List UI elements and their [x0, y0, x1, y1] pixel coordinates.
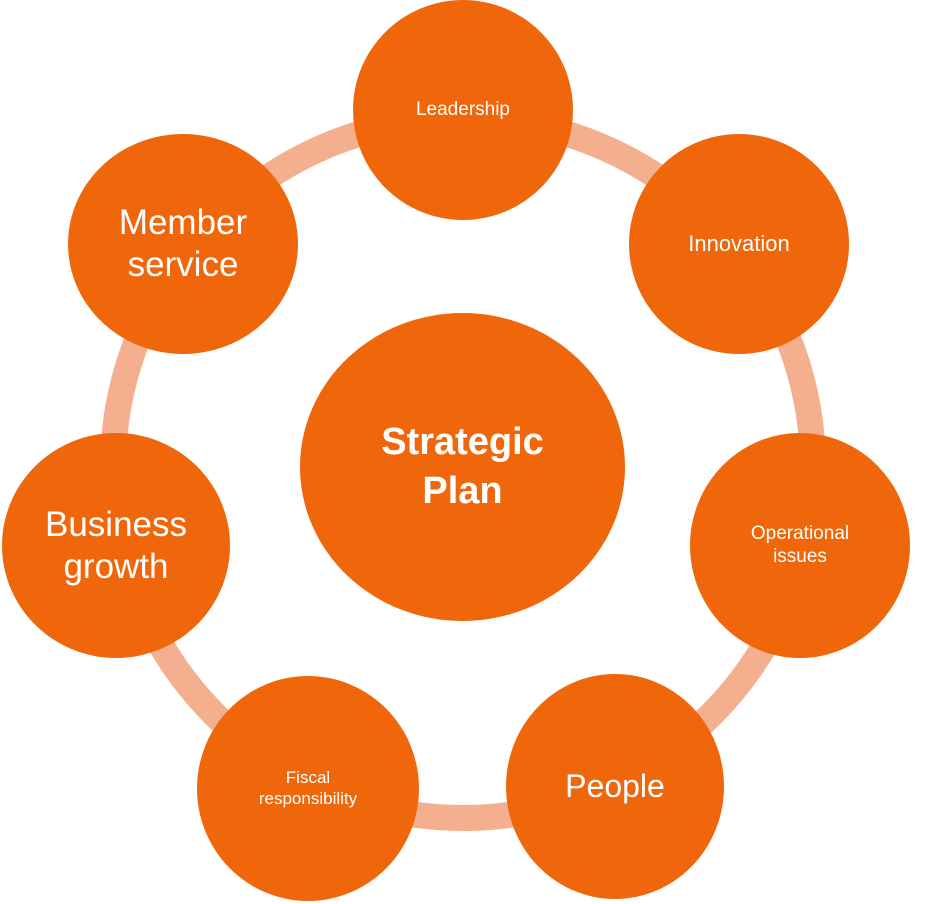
center-node-label: Strategic Plan — [381, 420, 544, 512]
node-label-operational-issues: Operational issues — [750, 522, 850, 567]
node-label-business-growth: Business growth — [44, 504, 188, 586]
center-node-strategic-plan: Strategic Plan — [300, 313, 625, 621]
node-operational-issues: Operational issues — [690, 433, 910, 658]
node-member-service: Member service — [68, 134, 298, 354]
node-fiscal-responsibility: Fiscal responsibility — [197, 676, 419, 901]
node-business-growth: Business growth — [2, 433, 230, 658]
node-label-fiscal-responsibility: Fiscal responsibility — [258, 768, 358, 808]
node-label-leadership: Leadership — [415, 98, 511, 120]
node-leadership: Leadership — [353, 0, 573, 220]
node-label-people: People — [565, 768, 665, 805]
node-label-member-service: Member service — [118, 203, 248, 284]
node-innovation: Innovation — [629, 134, 849, 354]
node-label-innovation: Innovation — [688, 230, 790, 256]
node-people: People — [506, 674, 724, 899]
